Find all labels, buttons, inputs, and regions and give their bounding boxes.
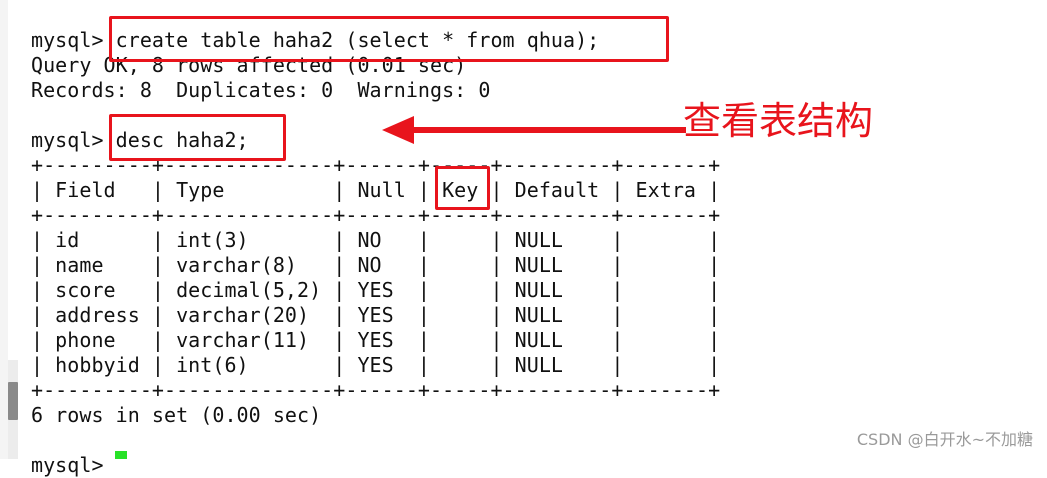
terminal-line-records: Records: 8 Duplicates: 0 Warnings: 0 — [31, 78, 491, 102]
table-row: | id | int(3) | NO | | NULL | | — [31, 228, 721, 252]
annotation-label: 查看表结构 — [683, 99, 874, 143]
terminal-left-margin — [0, 0, 8, 459]
table-border-header: +---------+--------------+------+-----+-… — [31, 203, 721, 227]
watermark: CSDN @白开水~不加糖 — [856, 430, 1033, 449]
table-row: | address | varchar(20) | YES | | NULL |… — [31, 303, 721, 327]
table-row: | score | decimal(5,2) | YES | | NULL | … — [31, 278, 721, 302]
highlight-box-create-command — [109, 16, 669, 62]
table-border-top: +---------+--------------+------+-----+-… — [31, 153, 721, 177]
terminal-prompt[interactable]: mysql> — [31, 453, 116, 477]
terminal-cursor — [115, 451, 127, 459]
terminal-line-desc-command: mysql> desc haha2; — [31, 128, 249, 152]
terminal-line-rows-in-set: 6 rows in set (0.00 sec) — [31, 403, 322, 427]
terminal-line-create-command: mysql> create table haha2 (select * from… — [31, 28, 600, 52]
table-header-row: | Field | Type | Null | Key | Default | … — [31, 178, 721, 202]
table-border-bottom: +---------+--------------+------+-----+-… — [31, 378, 721, 402]
highlight-box-desc-command — [109, 114, 286, 161]
table-row: | phone | varchar(11) | YES | | NULL | | — [31, 328, 721, 352]
highlight-box-key-column — [435, 166, 490, 210]
scrollbar-thumb[interactable] — [8, 382, 18, 420]
table-row: | name | varchar(8) | NO | | NULL | | — [31, 253, 721, 277]
table-row: | hobbyid | int(6) | YES | | NULL | | — [31, 353, 721, 377]
annotation-arrow-icon — [382, 116, 686, 144]
